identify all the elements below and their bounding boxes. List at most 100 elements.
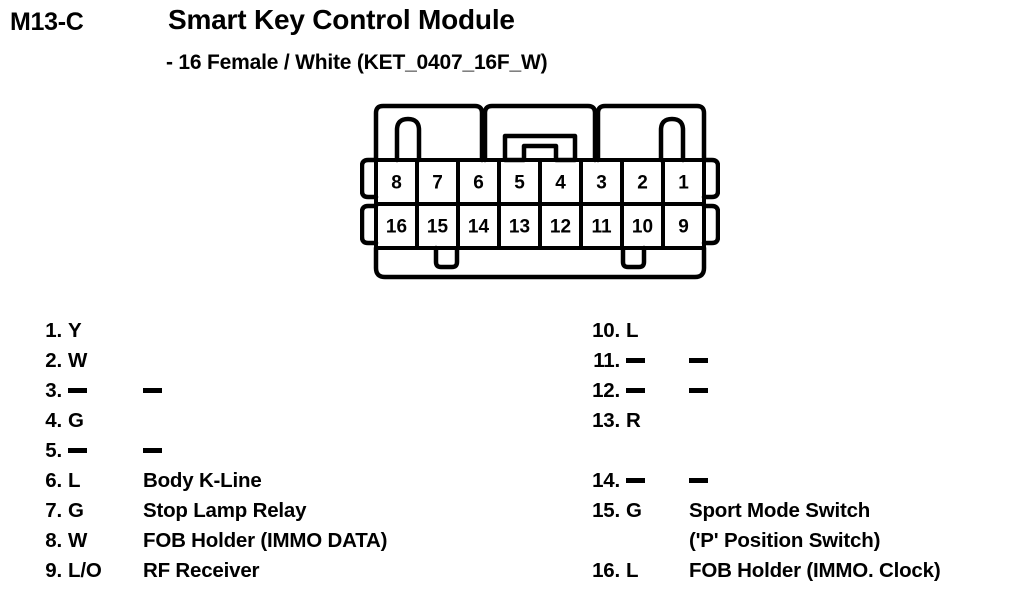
shell-post-right — [658, 116, 686, 163]
pin-code-left-6: G — [68, 499, 84, 522]
shell-bottom-tab-left — [433, 245, 460, 270]
pin-cell-15: 15 — [427, 217, 449, 238]
em-dash-glyph — [626, 387, 645, 393]
pin-desc-left-8: RF Receiver — [143, 559, 260, 582]
pin-code-right-5 — [626, 466, 645, 496]
em-dash-glyph — [68, 447, 87, 453]
pin-code-right-8: L — [626, 559, 639, 582]
pin-cell-7: 7 — [432, 173, 443, 194]
pin-code-left-1: W — [68, 349, 88, 372]
pin-row: 7. G Stop Lamp Relay — [22, 496, 542, 526]
pin-index-right-8: 16. — [592, 559, 620, 582]
pin-cell-12: 12 — [550, 217, 571, 238]
shell-bottom-tab-right — [620, 245, 647, 270]
page-title: Smart Key Control Module — [168, 4, 515, 35]
pin-row: 16. L FOB Holder (IMMO. Clock) — [572, 556, 1002, 586]
pin-index-right-6: 15. — [592, 499, 620, 522]
connector-subtitle: - 16 Female / White (KET_0407_16F_W) — [166, 51, 548, 74]
pin-index-left-8: 9. — [45, 559, 62, 582]
em-dash-glyph — [689, 387, 708, 393]
pin-row: ('P' Position Switch) — [572, 526, 1002, 556]
em-dash-glyph — [143, 447, 162, 453]
shell-top-center-arm — [482, 103, 598, 163]
pin-code-left-2 — [68, 376, 87, 406]
pin-desc-left-7: FOB Holder (IMMO DATA) — [143, 529, 388, 552]
connector-diagram: 8 7 6 5 4 3 2 1 16 15 14 13 12 11 10 9 — [360, 96, 720, 286]
pin-cell-6: 6 — [473, 173, 484, 194]
em-dash-glyph — [689, 357, 708, 363]
em-dash-glyph — [68, 387, 87, 393]
pin-row: 11. — [572, 346, 1002, 376]
pin-code-left-8: L/O — [68, 559, 102, 582]
pin-row: 3. — [22, 376, 542, 406]
pin-cell-4: 4 — [555, 173, 566, 194]
pin-index-right-5: 14. — [592, 469, 620, 492]
pin-index-right-3: 13. — [592, 409, 620, 432]
pin-row: 2. W — [22, 346, 542, 376]
shell-notch-right-upper — [701, 157, 720, 200]
pin-code-right-3: R — [626, 409, 641, 432]
pin-row: 12. — [572, 376, 1002, 406]
em-dash-glyph — [626, 357, 645, 363]
pin-row: 1.Y — [22, 316, 542, 346]
pin-desc-right-8: FOB Holder (IMMO. Clock) — [689, 559, 941, 582]
pin-index-left-4: 5. — [45, 439, 62, 462]
pin-index-left-5: 6. — [45, 469, 62, 492]
module-code: M13-C — [10, 8, 84, 36]
pin-index-left-1: 2. — [45, 349, 62, 372]
pin-cavity-grid — [374, 158, 706, 250]
em-dash-glyph — [689, 477, 708, 483]
pin-desc-right-5 — [689, 466, 708, 496]
pin-cell-8: 8 — [391, 173, 402, 194]
pin-desc-right-2 — [689, 376, 708, 406]
pin-row: 9. L/O RF Receiver — [22, 556, 542, 586]
em-dash-glyph — [626, 477, 645, 483]
shell-post-left — [394, 116, 422, 163]
pin-cell-1: 1 — [678, 173, 689, 194]
pin-row — [572, 436, 1002, 466]
pin-cell-9: 9 — [678, 217, 689, 238]
shell-notch-left-upper — [360, 157, 379, 200]
pin-code-left-7: W — [68, 529, 88, 552]
pin-cell-13: 13 — [509, 217, 530, 238]
pin-index-right-2: 12. — [592, 379, 620, 402]
pin-index-right-0: 10. — [592, 319, 620, 342]
pin-cell-2: 2 — [637, 173, 648, 194]
pin-cell-11: 11 — [591, 217, 612, 238]
pin-cell-16: 16 — [386, 217, 407, 238]
pin-code-right-1 — [626, 346, 645, 376]
pin-index-left-6: 7. — [45, 499, 62, 522]
pin-row: 10. L — [572, 316, 1002, 346]
pin-row: 5. — [22, 436, 542, 466]
pin-cell-5: 5 — [514, 173, 525, 194]
pin-index-right-1: 11. — [593, 349, 620, 372]
pin-desc-right-1 — [689, 346, 708, 376]
pin-code-right-0: L — [626, 319, 639, 342]
pin-desc-left-6: Stop Lamp Relay — [143, 499, 307, 522]
pin-row: 13. R — [572, 406, 1002, 436]
pin-index-left-3: 4. — [45, 409, 62, 432]
pin-desc-right-6: Sport Mode Switch — [689, 499, 871, 522]
pin-row: 14. — [572, 466, 1002, 496]
shell-bottom-skirt — [373, 245, 707, 280]
pin-code-left-0: Y — [68, 319, 82, 342]
connector-outline-shell — [360, 103, 720, 280]
pin-desc-left-5: Body K-Line — [143, 469, 262, 492]
pin-code-left-3: G — [68, 409, 84, 432]
pin-desc-right-7: ('P' Position Switch) — [689, 529, 881, 552]
shell-top-right-arm — [595, 103, 707, 163]
shell-top-left-arm — [373, 103, 485, 163]
pin-cell-10: 10 — [632, 217, 653, 238]
pin-desc-left-4 — [143, 436, 162, 466]
pin-row: 15. G Sport Mode Switch — [572, 496, 1002, 526]
pin-code-right-2 — [626, 376, 645, 406]
pin-code-left-4 — [68, 436, 87, 466]
pin-list-right-column: 10. L 11. 12. 13. R 14. 15. G Sport Mode Switch ('… — [572, 316, 1002, 586]
pin-code-right-6: G — [626, 499, 642, 522]
em-dash-glyph — [143, 387, 162, 393]
pin-desc-left-2 — [143, 376, 162, 406]
pin-numbers-bottom-row: 16 15 14 13 12 11 10 9 — [386, 217, 689, 238]
